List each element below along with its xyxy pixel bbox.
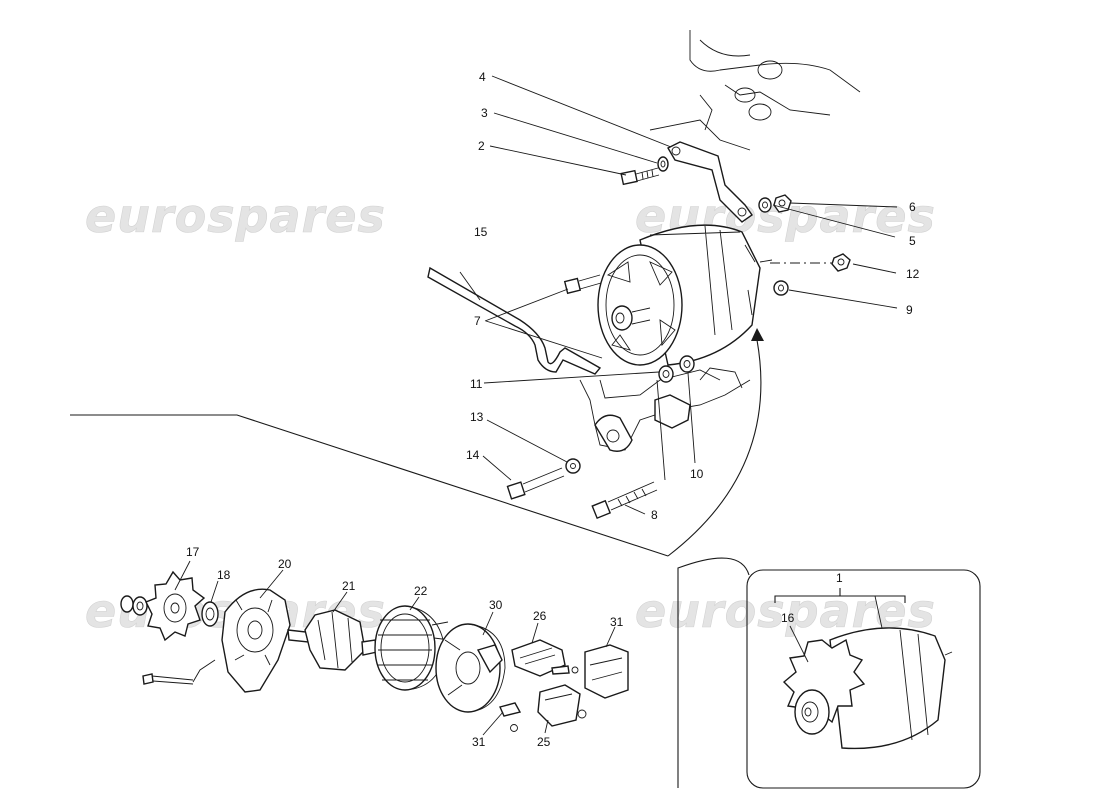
slip-ring-end-shield-30: [435, 623, 506, 713]
watermark-group: eurospares eurospares eurospares eurospa…: [85, 189, 935, 639]
alternator-main: [597, 224, 773, 366]
callout-10: 10: [690, 467, 704, 481]
callout-31-bottom: 31: [472, 735, 486, 749]
bolt-7: [563, 274, 602, 295]
engine-block-sketch: [649, 30, 861, 151]
washer-5: [758, 197, 772, 213]
callout-3: 3: [481, 106, 488, 120]
callout-22: 22: [414, 584, 428, 598]
callout-26: 26: [533, 609, 547, 623]
v-belt-15: [427, 266, 602, 375]
nut-12: [831, 253, 851, 272]
callout-5: 5: [909, 234, 916, 248]
callout-8: 8: [651, 508, 658, 522]
callout-16: 16: [781, 611, 795, 625]
rotor-21: [287, 609, 378, 671]
callout-17: 17: [186, 545, 200, 559]
section-dividers: [70, 328, 764, 788]
leader-lines: [174, 75, 898, 736]
callout-6: 6: [909, 200, 916, 214]
callout-15: 15: [474, 225, 488, 239]
washer-10: [679, 355, 695, 373]
washer-11: [658, 365, 674, 383]
washer-nut-small: [120, 595, 148, 616]
regulator-25: [537, 684, 587, 727]
callout-20: 20: [278, 557, 292, 571]
callout-11: 11: [470, 377, 483, 391]
drive-end-shield-20: [221, 588, 291, 693]
bolt-2: [620, 167, 660, 186]
adjusting-bracket: [667, 141, 753, 223]
callout-7: 7: [474, 314, 481, 328]
inset-assembled-alternator: [746, 569, 981, 789]
watermark-top-left: eurospares: [85, 189, 386, 243]
callout-30: 30: [489, 598, 503, 612]
callout-4: 4: [479, 70, 486, 84]
callout-9: 9: [906, 303, 913, 317]
through-bolt: [142, 659, 216, 685]
spacer-18: [201, 601, 219, 627]
callout-14: 14: [466, 448, 480, 462]
washer-13: [565, 458, 581, 474]
fan-17: [145, 570, 206, 642]
bolt-14: [506, 467, 565, 500]
callout-13: 13: [470, 410, 484, 424]
callout-labels: 4 3 2 6 5 15 12 9 7 11 13 14 10 8 17 20 …: [186, 70, 920, 749]
callout-1: 1: [836, 571, 843, 585]
bolt-8: [591, 481, 658, 520]
callout-2: 2: [478, 139, 485, 153]
callout-12: 12: [906, 267, 920, 281]
brush-holder-26: [511, 639, 579, 677]
callout-18: 18: [217, 568, 231, 582]
mounting-bracket: [579, 367, 751, 452]
callout-25: 25: [537, 735, 551, 749]
washer-9: [773, 280, 789, 296]
regulator-31-top: [584, 644, 629, 699]
callout-21: 21: [342, 579, 356, 593]
callout-31-top: 31: [610, 615, 624, 629]
washer-3: [657, 156, 669, 172]
clip-31-bottom: [499, 702, 522, 732]
